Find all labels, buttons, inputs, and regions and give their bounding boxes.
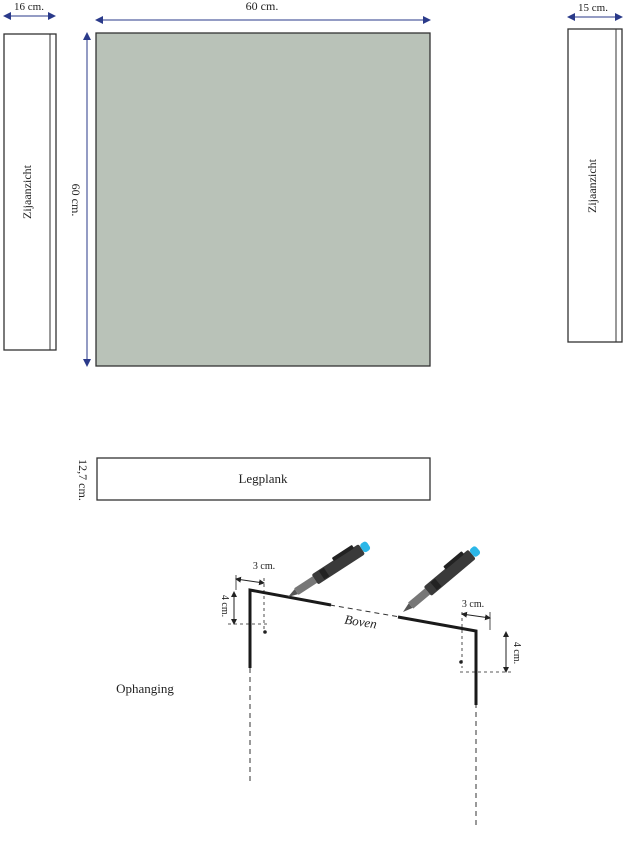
left-horizontal-dimension (235, 576, 265, 586)
top-label: Boven (343, 612, 377, 632)
panel-surface (95, 32, 431, 367)
side-view-left-board (3, 33, 57, 351)
left-vertical-label: 4 cm. (219, 595, 230, 617)
left-mark-point (263, 630, 267, 634)
right-mark-point (459, 660, 463, 664)
side-view-right: 15 cm. Zijaanzicht (567, 2, 623, 343)
side-view-left-width-label: 16 cm. (14, 1, 44, 13)
side-view-right-board (567, 28, 623, 343)
right-pen-icon (403, 546, 481, 612)
main-panel: 60 cm. 60 cm. (69, 0, 431, 367)
side-view-left-label: Zijaanzicht (20, 164, 34, 219)
top-guide-line (329, 604, 401, 618)
hanging-title: Ophanging (116, 681, 174, 696)
left-hanging-bracket (248, 588, 332, 668)
panel-width-label: 60 cm. (246, 0, 279, 13)
right-horizontal-label: 3 cm. (462, 599, 484, 610)
side-view-right-label: Zijaanzicht (585, 158, 599, 213)
left-horizontal-label: 3 cm. (253, 561, 275, 572)
hanging-detail: Ophanging 3 cm. 4 cm. 3 cm. 4 cm. Boven (116, 541, 522, 828)
right-hanging-bracket (397, 615, 478, 705)
shelf-height-label: 12,7 cm. (76, 459, 90, 501)
right-vertical-label: 4 cm. (511, 642, 522, 664)
side-view-right-width-label: 15 cm. (578, 2, 608, 14)
right-horizontal-dimension (461, 611, 491, 621)
side-view-left: 16 cm. Zijaanzicht (3, 1, 57, 351)
left-pen-icon (288, 541, 371, 597)
shelf-label: Legplank (238, 471, 288, 486)
panel-height-label: 60 cm. (69, 184, 83, 217)
shelf-board (96, 457, 431, 501)
shelf: Legplank 12,7 cm. (76, 457, 431, 501)
